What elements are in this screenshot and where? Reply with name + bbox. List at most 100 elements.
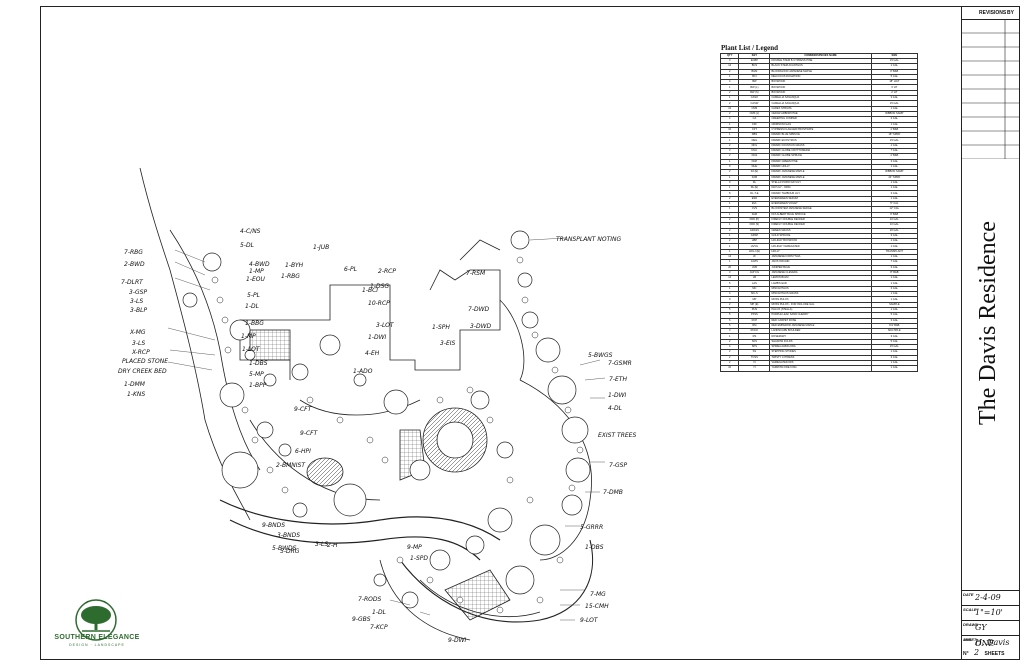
drawn-label: DRAWN [963, 622, 979, 627]
plant-callout-label: 2-H [327, 542, 338, 549]
plant-callout-label: 1-RBG [281, 273, 300, 280]
plant-callout-label: 3-LS [130, 298, 144, 305]
plant-callout-label: EXIST TREES [598, 432, 637, 439]
plant-callout-label: 3-GSP [129, 289, 148, 296]
plant-callout-label: 1-SPH [432, 324, 450, 331]
plant-callout-label: 3-BLP [130, 307, 148, 314]
drawn-field: DRAWN GY [961, 620, 1019, 636]
plant-callout-label: 4-EH [365, 350, 380, 357]
plant-callout-label: 1-DWI [368, 334, 387, 341]
plant-callout-label: 9-CFT [294, 406, 312, 413]
sheet-label: SHEET [963, 637, 977, 642]
job-label: JOB [963, 637, 972, 642]
plant-callout-label: 2-RCP [378, 268, 396, 275]
logo-name: SOUTHERN ELEGANCE [54, 634, 140, 641]
by-label: BY [1007, 10, 1014, 16]
drawn-value: GY [975, 623, 987, 632]
plant-callout-label: 5-DL [240, 242, 254, 249]
project-title: The Davis Residence [975, 221, 1001, 425]
title-block: REVISIONS BY The Davis Residence DATE 2-… [961, 6, 1020, 660]
plant-callout-label: 1-BBG [245, 320, 264, 327]
plant-callout-label: 7-KCP [370, 624, 388, 631]
date-value: 2-4-09 [975, 593, 1001, 602]
plant-callout-label: 4-DL [608, 405, 622, 412]
plant-callout-label: DRY CREEK BED [118, 368, 167, 375]
plant-callout-label: 6-HPI [295, 448, 311, 455]
plant-callout-label: 1-BCI [362, 287, 379, 294]
date-field: DATE 2-4-09 [961, 590, 1019, 606]
plant-callout-label: 9-LOT [580, 617, 598, 624]
plant-callout-label: 5-BWGS [588, 352, 613, 359]
plant-callout-label: 1-DBS [249, 360, 268, 367]
plant-callout-label: 7-DLRT [121, 279, 143, 286]
legend-title: Plant List / Legend [721, 44, 778, 52]
plant-callout-label: 3-LS [132, 340, 146, 347]
plant-callout-label: 7-GSP [609, 462, 628, 469]
plant-callout-label: 7-ETH [609, 376, 627, 383]
plant-callout-label: 9-BNDS [262, 522, 286, 529]
drawing-sheet-border [40, 6, 962, 660]
plant-callout-label: 5-GRRR [580, 524, 604, 531]
date-label: DATE [963, 592, 974, 597]
sheet-field: SHEET ONE [961, 637, 1019, 659]
plant-callout-label: 1-LOT [242, 346, 260, 353]
plant-callout-label: 1-JUB [313, 244, 330, 251]
plant-callout-label: 1-DL [372, 609, 386, 616]
job-field: JOB H. Davis [961, 635, 1019, 651]
revisions-label: REVISIONS [979, 10, 1007, 16]
plant-callout-label: 7-MG [590, 591, 606, 598]
plant-callout-label: 5-DRG [280, 548, 300, 555]
sheet-value: ONE [975, 639, 995, 648]
plant-callout-label: 1-DBS [585, 544, 604, 551]
legend-key: YI [738, 365, 771, 372]
plant-callout-label: 1-DMM [124, 381, 145, 388]
plant-callout-label: 4-C/NS [240, 228, 261, 235]
plant-callout-label: 5-MP [249, 371, 264, 378]
plant-callout-label: 7-DMB [603, 489, 623, 496]
plant-callout-label: 7-GSMR [608, 360, 632, 367]
plant-callout-label: 1-MP [241, 333, 256, 340]
plant-callout-label: 3-LOT [376, 322, 394, 329]
revision-rows [961, 19, 1019, 159]
plant-callout-label: 1-KNS [127, 391, 146, 398]
plant-callout-label: 9-CFT [300, 430, 318, 437]
plant-callout-label: TRANSPLANT NOTING [556, 236, 622, 243]
scale-label: SCALE [963, 607, 977, 612]
plant-callout-label: 1-SPD [410, 555, 429, 562]
southern-elegance-logo-icon [75, 599, 117, 641]
plant-callout-label: 7-RSM [466, 270, 486, 277]
legend-name: YARROW FIRE KING [769, 365, 872, 372]
plant-callout-label: 1-DL [245, 303, 259, 310]
plant-callout-label: 2-BWD [124, 261, 145, 268]
plant-callout-label: 9-GBS [352, 616, 371, 623]
plant-callout-label: 7-RBG [124, 249, 143, 256]
plant-callout-label: X-RCP [132, 349, 150, 356]
sheet-count: N° 2 SHEETS [963, 648, 1005, 657]
plant-callout-label: 5-BWDS [272, 545, 297, 552]
plant-callout-label: 1-DWI [608, 392, 627, 399]
scale-field: SCALE 1"=10' [961, 605, 1019, 621]
logo-tagline: DESIGN · LANDSCAPE [69, 643, 125, 647]
plant-callout-label: 3-EIS [440, 340, 456, 347]
plant-callout-label: 1-DSG [370, 283, 390, 290]
plant-callout-label: 3-BNDS [277, 532, 301, 539]
plant-callout-label: X-MG [130, 329, 146, 336]
plant-callout-label: 5-PL [247, 292, 260, 299]
plant-callout-label: 4-BWD [249, 261, 270, 268]
revisions-header: REVISIONS BY [961, 7, 1019, 20]
plant-callout-label: 6-PL [344, 266, 357, 273]
plant-callout-label: 9-DWI [448, 637, 467, 644]
plant-callout-label: 15-CMH [585, 603, 609, 610]
scale-value: 1"=10' [975, 608, 1003, 617]
sheet-no-label: N° [963, 651, 969, 657]
plant-callout-label: 7-RODS [358, 596, 382, 603]
plant-callout-label: 7-DWD [468, 306, 490, 313]
plant-callout-label: 3-DWD [470, 323, 492, 330]
plant-callout-label: 2-BMNIST [276, 462, 306, 469]
plant-callout-label: 1-EOU [246, 276, 265, 283]
